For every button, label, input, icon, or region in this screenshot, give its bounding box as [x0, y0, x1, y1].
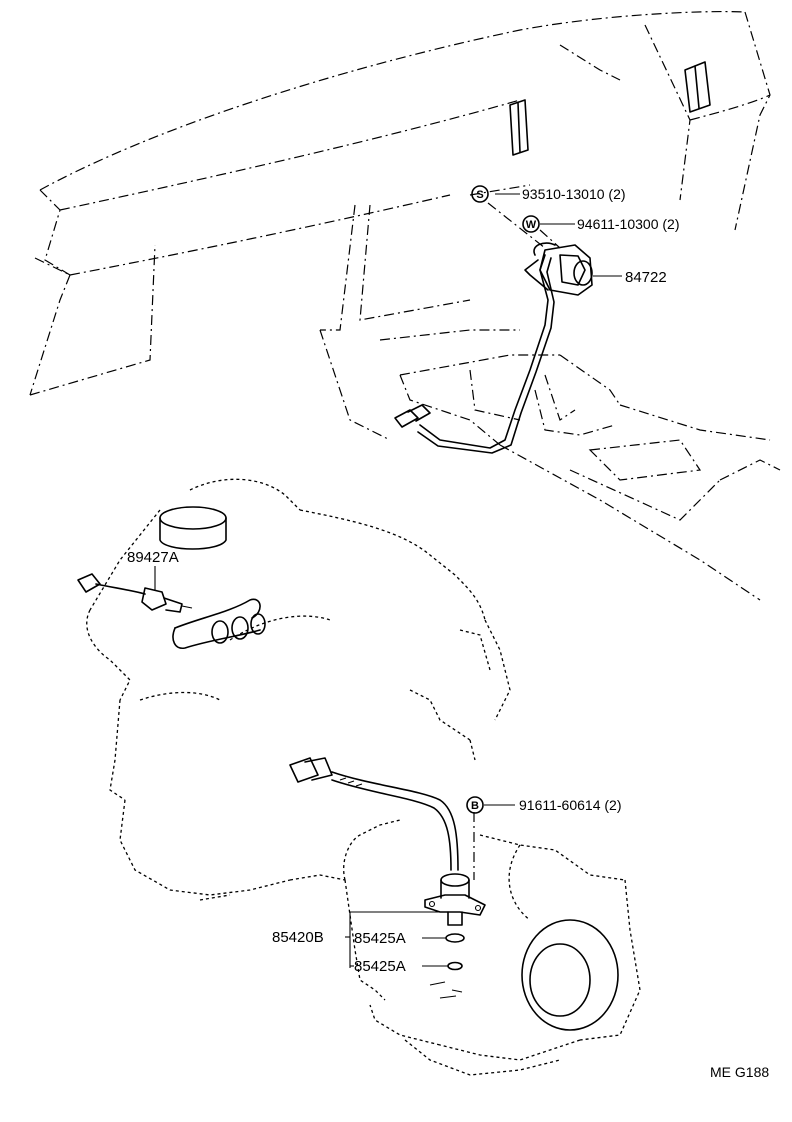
oring-lower-label: 85425A	[354, 958, 406, 975]
sensor-89427a-label: 89427A	[127, 549, 179, 566]
washer-part-number: 94611-10300 (2)	[577, 216, 679, 232]
switch-84722-label: 84722	[625, 269, 667, 286]
svg-text:B: B	[471, 800, 479, 812]
oil-filler-cap	[159, 506, 227, 550]
bolt-symbol: B	[466, 796, 484, 814]
switch-84722	[524, 242, 593, 296]
oring-lower	[447, 961, 463, 971]
screw-part-number: 93510-13010 (2)	[522, 186, 626, 202]
engine-block-outline	[86, 478, 511, 901]
sensor-85420b-harness	[289, 757, 459, 871]
transmission-outline	[343, 819, 641, 1076]
dash-vent-left	[509, 99, 529, 156]
dash-vent-right	[684, 61, 711, 113]
bolt-part-number: 91611-60614 (2)	[519, 797, 621, 813]
svg-text:W: W	[526, 219, 537, 231]
switch-84722-wire-harness	[394, 254, 555, 454]
transmission-housing	[521, 919, 619, 1031]
oring-upper	[445, 933, 465, 943]
sensor-85420b-label: 85420B	[272, 929, 324, 946]
oring-upper-label: 85425A	[354, 930, 406, 947]
center-console-outline	[399, 354, 781, 601]
leader-lines	[154, 193, 622, 968]
sensor-85420b	[424, 873, 486, 926]
dashboard-outline	[29, 10, 771, 441]
svg-text:S: S	[476, 189, 483, 201]
screw-symbol: S	[471, 185, 489, 203]
mount-marks	[429, 981, 463, 999]
washer-symbol: W	[522, 215, 540, 233]
drawing-code: ME G188	[710, 1064, 769, 1080]
intake-pipes	[172, 598, 266, 650]
sensor-89427a	[77, 573, 193, 613]
